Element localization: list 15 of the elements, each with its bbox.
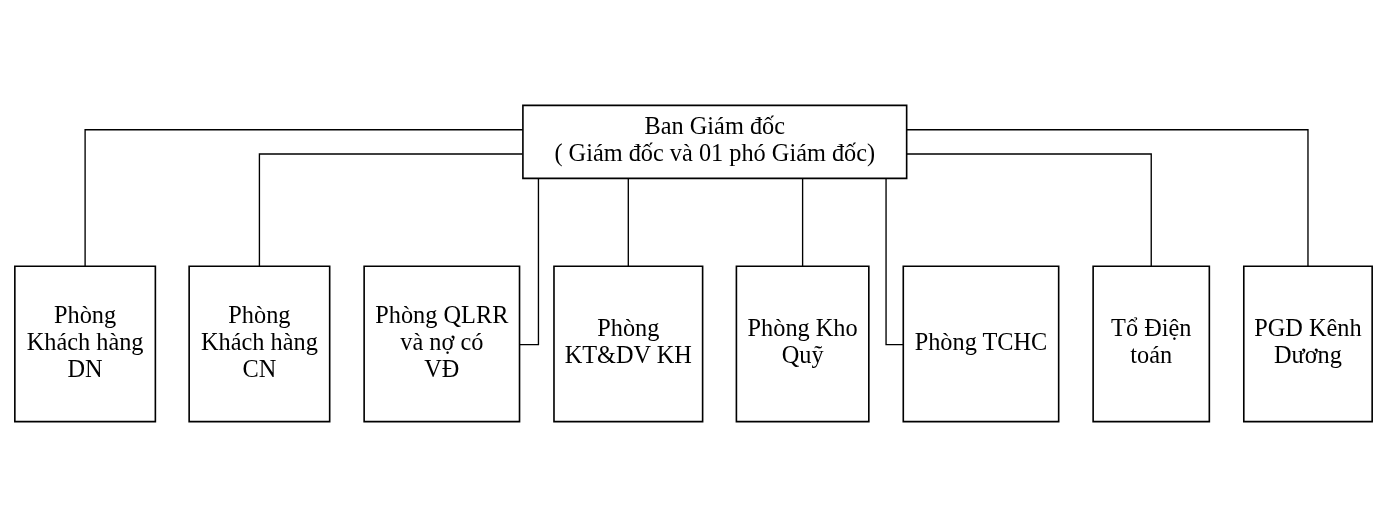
node-box: Phòng QLRR và nợ có VĐ [363,265,521,423]
connector [84,129,524,267]
connector [906,153,1152,267]
connector [627,177,629,267]
connector [258,153,523,267]
node-box: Phòng TCHC [902,265,1060,423]
connector [906,129,1309,267]
connector [801,177,804,267]
node-box: Ban Giám đốc ( Giám đốc và 01 phó Giám đốc) [522,104,908,180]
node-box: Phòng Khách hàng CN [188,265,331,423]
node-box: Phòng KT&DV KH [553,265,704,423]
node-box: PGD Kênh Dương [1243,265,1373,423]
node-box: Tổ Điện toán [1092,265,1211,423]
node-box: Phòng Kho Quỹ [735,265,870,423]
node-box: Phòng Khách hàng DN [14,265,157,423]
